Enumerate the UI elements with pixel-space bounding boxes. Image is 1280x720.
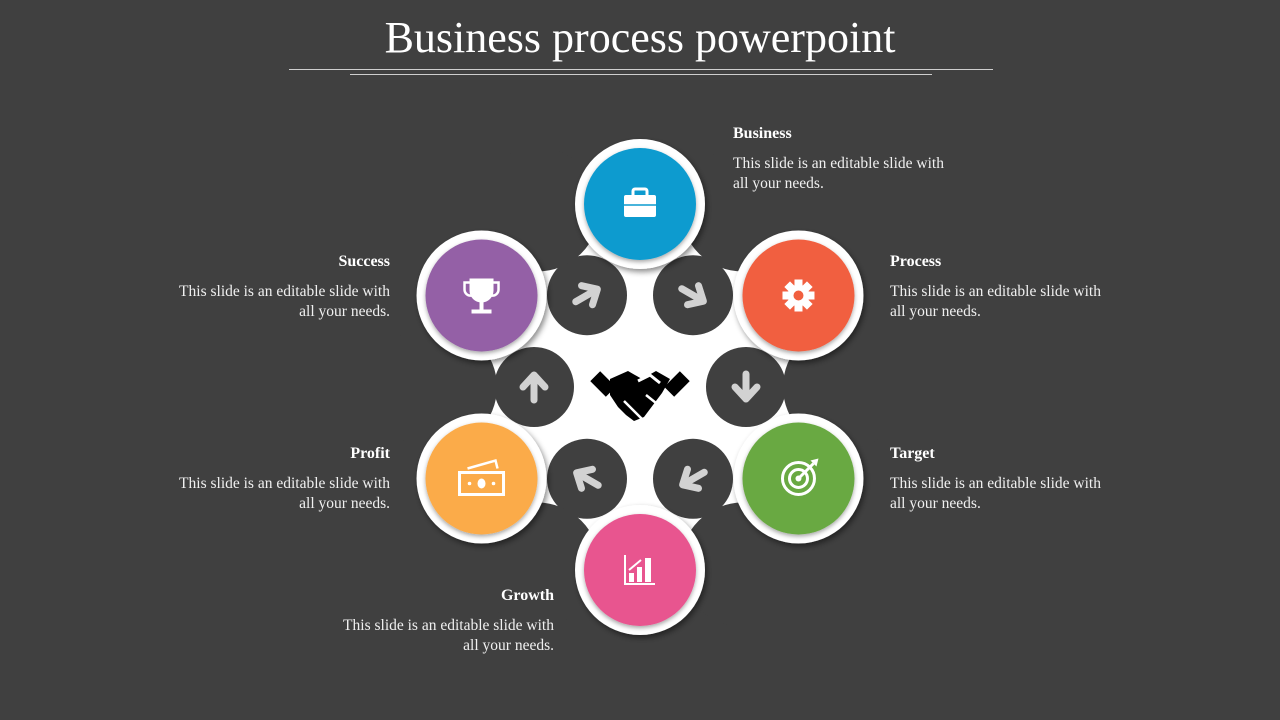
briefcase-icon [624, 187, 656, 217]
step-text: This slide is an editable slide with [733, 155, 944, 172]
step-title: Success [338, 253, 390, 270]
step-text-line2: all your needs. [463, 637, 554, 654]
arrow-icon [679, 465, 708, 492]
step-title: Target [890, 445, 935, 462]
node-circle [425, 422, 538, 535]
step-label-target: Target This slide is an editable slide w… [890, 444, 1130, 514]
step-text: This slide is an editable slide with [890, 283, 1101, 300]
step-title: Growth [500, 587, 554, 604]
step-text: This slide is an editable slide with [890, 475, 1101, 492]
step-label-success: Success This slide is an editable slide … [150, 252, 390, 322]
slide-title: Business process powerpoint [384, 13, 896, 62]
step-node-profit [416, 413, 547, 544]
trophy-icon [463, 278, 500, 314]
step-node-success [416, 230, 547, 361]
step-node-process [733, 230, 864, 361]
growth-chart-icon [624, 555, 655, 585]
step-text-line2: all your needs. [299, 495, 390, 512]
handshake-icon [590, 371, 690, 421]
arrow-icon [573, 465, 602, 492]
title-divider [289, 69, 993, 70]
step-text: This slide is an editable slide with [179, 475, 390, 492]
arrow-icon [572, 282, 601, 309]
arrow-icon [678, 282, 707, 309]
step-text-line2: all your needs. [299, 303, 390, 320]
step-label-process: Process This slide is an editable slide … [890, 252, 1130, 322]
step-label-profit: Profit This slide is an editable slide w… [150, 444, 390, 514]
step-text-line2: all your needs. [890, 495, 981, 512]
money-icon [458, 458, 506, 496]
title-divider-short [350, 74, 932, 75]
step-text-line2: all your needs. [890, 303, 981, 320]
step-text-line2: all your needs. [733, 175, 824, 192]
gear-icon [782, 279, 815, 312]
step-title: Process [890, 253, 942, 270]
step-text: This slide is an editable slide with [343, 617, 554, 634]
arrow-icon [519, 371, 549, 404]
step-node-business [575, 139, 705, 269]
arrow-icon [731, 370, 761, 403]
step-label-business: Business This slide is an editable slide… [733, 124, 973, 194]
step-node-growth [575, 505, 705, 635]
target-icon [780, 458, 819, 496]
step-text: This slide is an editable slide with [179, 283, 390, 300]
step-label-growth: Growth This slide is an editable slide w… [314, 586, 554, 656]
step-node-target [733, 413, 864, 544]
step-title: Profit [350, 445, 390, 462]
step-title: Business [733, 125, 792, 142]
